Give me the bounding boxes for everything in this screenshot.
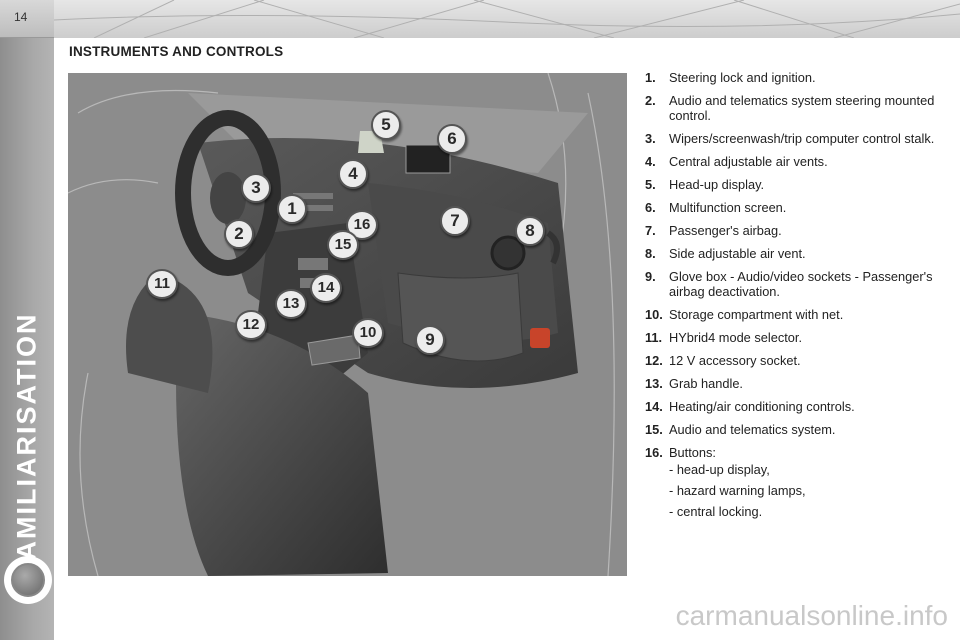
list-item: - head-up display, xyxy=(669,462,770,477)
callout-12: 12 xyxy=(235,310,267,340)
header-pattern xyxy=(54,0,960,38)
legend-list: 1.Steering lock and ignition. 2.Audio an… xyxy=(645,70,945,525)
list-item: 11.HYbrid4 mode selector. xyxy=(645,330,803,345)
callout-2: 2 xyxy=(224,219,254,249)
list-item: 16.Buttons: xyxy=(645,445,716,460)
dashboard-illustration: 5 6 4 3 1 16 7 8 2 15 11 14 13 12 10 9 xyxy=(68,73,627,576)
page-number: 14 xyxy=(14,10,28,24)
list-item: 1.Steering lock and ignition. xyxy=(645,70,816,85)
callout-10: 10 xyxy=(352,318,384,348)
callout-8: 8 xyxy=(515,216,545,246)
buttons-sub-list: - head-up display, - hazard warning lamp… xyxy=(645,462,945,519)
callout-6: 6 xyxy=(437,124,467,154)
callout-14: 14 xyxy=(310,273,342,303)
callout-7: 7 xyxy=(440,206,470,236)
watermark: carmanualsonline.info xyxy=(675,600,948,631)
sidebar xyxy=(0,0,54,640)
list-item: 4.Central adjustable air vents. xyxy=(645,154,828,169)
cabin-drawing xyxy=(68,73,615,576)
callout-3: 3 xyxy=(241,173,271,203)
list-item: 6.Multifunction screen. xyxy=(645,200,787,215)
list-item: 5.Head-up display. xyxy=(645,177,765,192)
list-item: 12.12 V accessory socket. xyxy=(645,353,801,368)
list-item: 9.Glove box - Audio/video sockets - Pass… xyxy=(645,269,933,299)
callout-1: 1 xyxy=(277,194,307,224)
section-title: FAMILIARISATION xyxy=(11,312,42,578)
list-item: 15.Audio and telematics system. xyxy=(645,422,836,437)
callout-4: 4 xyxy=(338,159,368,189)
list-item: 14.Heating/air conditioning controls. xyxy=(645,399,855,414)
list-item: - central locking. xyxy=(669,504,763,519)
section-emblem-icon xyxy=(11,563,45,597)
callout-9: 9 xyxy=(415,325,445,355)
callout-15: 15 xyxy=(327,230,359,260)
callout-13: 13 xyxy=(275,289,307,319)
list-item: 13.Grab handle. xyxy=(645,376,743,391)
callout-11: 11 xyxy=(146,269,178,299)
list-item: 7.Passenger's airbag. xyxy=(645,223,782,238)
list-item: - hazard warning lamps, xyxy=(669,483,806,498)
list-item: 10.Storage compartment with net. xyxy=(645,307,844,322)
list-item: 8.Side adjustable air vent. xyxy=(645,246,806,261)
list-item: 2.Audio and telematics system steering m… xyxy=(645,93,935,123)
callout-16: 16 xyxy=(346,210,378,240)
callout-5: 5 xyxy=(371,110,401,140)
page-title: INSTRUMENTS AND CONTROLS xyxy=(69,44,284,59)
list-item: 3.Wipers/screenwash/trip computer contro… xyxy=(645,131,935,146)
header-band xyxy=(54,0,960,38)
page-number-box: 14 xyxy=(0,0,54,38)
